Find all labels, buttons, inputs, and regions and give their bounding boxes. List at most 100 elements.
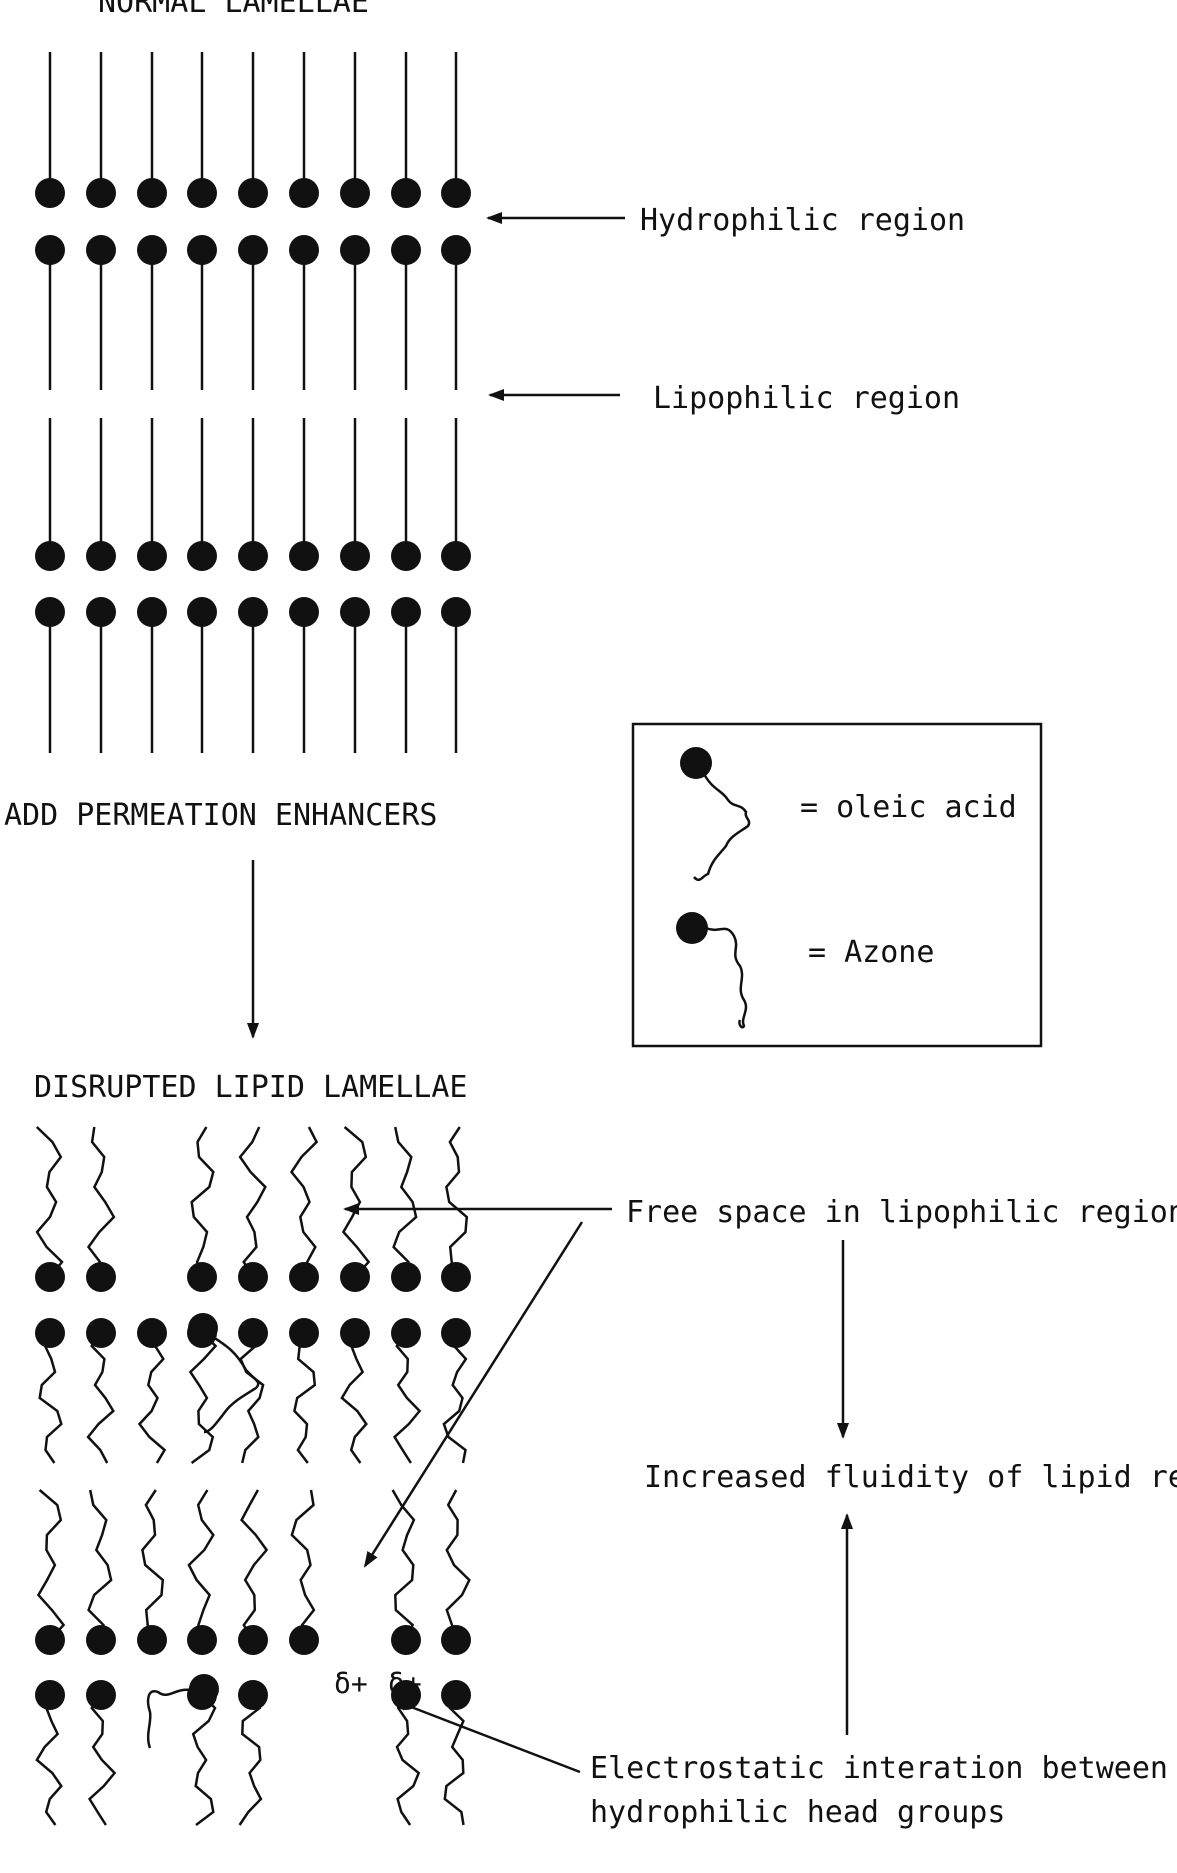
disrupted-lipid-head (238, 1262, 268, 1292)
disrupted-lipid-tail (190, 1126, 215, 1278)
lipid-head (441, 541, 471, 571)
oleic-acid-head-icon (680, 747, 712, 779)
lipid-head (391, 541, 421, 571)
disrupted-lipid-tail (35, 1694, 63, 1826)
lipid-head (391, 597, 421, 627)
lipid-head (441, 235, 471, 265)
disrupted-lipid-tail (238, 1694, 263, 1826)
disrupted-lipid-tail (137, 1332, 167, 1464)
disrupted-lipid-head (86, 1680, 116, 1710)
disrupted-lipid-tail (391, 1489, 416, 1641)
disrupted-lipid-tail (443, 1694, 465, 1826)
azone-tail-icon (705, 926, 748, 1029)
disrupted-lipid-tail (341, 1126, 371, 1278)
lipid-head (137, 235, 167, 265)
lipid-head (238, 597, 268, 627)
lipid-head (441, 597, 471, 627)
lipid-head (391, 178, 421, 208)
oleic-acid-tail-icon (693, 771, 751, 882)
disrupted-lipid-tail (86, 1126, 116, 1278)
disrupted-lipid-tail (290, 1489, 316, 1641)
enhancer-head (189, 1674, 219, 1704)
disrupted-lipid-tail (187, 1489, 215, 1641)
disrupted-lipid-tail (35, 1126, 64, 1278)
electrostatic-arrow (391, 1698, 581, 1774)
lipid-head (340, 597, 370, 627)
lipid-head (391, 235, 421, 265)
lipid-head (238, 235, 268, 265)
disrupted-lipid-tail (86, 1332, 115, 1464)
lipid-head (289, 541, 319, 571)
disrupted-lamellae-group (35, 1126, 471, 1826)
disrupted-lipid-tail (239, 1332, 265, 1464)
disrupted-lipid-head (137, 1318, 167, 1348)
disrupted-lipid-head (289, 1625, 319, 1655)
disrupted-lipid-head (137, 1625, 167, 1655)
disrupted-lipid-tail (141, 1489, 165, 1641)
charge-label-1: δ+ (334, 1667, 368, 1700)
normal-lamellae-title: NORMAL LAMELLAE (98, 0, 369, 20)
lipid-head (289, 178, 319, 208)
disrupted-lipid-tail (238, 1126, 267, 1278)
disrupted-lipid-head (35, 1625, 65, 1655)
charge-label-2: δ+ (388, 1667, 422, 1700)
lipid-head (340, 178, 370, 208)
disrupted-lipid-head (441, 1680, 471, 1710)
legend-oleic-acid-label: = oleic acid (800, 790, 1017, 825)
disrupted-lipid-head (441, 1625, 471, 1655)
lipid-head (238, 541, 268, 571)
azone-head-icon (676, 912, 708, 944)
free-space-label: Free space in lipophilic region (626, 1195, 1177, 1230)
disrupted-lipid-head (289, 1318, 319, 1348)
disrupted-lipid-head (238, 1318, 268, 1348)
disrupted-lipid-tail (289, 1126, 319, 1278)
lipid-head (289, 235, 319, 265)
enhancer-tail (146, 1688, 191, 1749)
disrupted-lipid-head (238, 1680, 268, 1710)
lipid-head (187, 541, 217, 571)
lipid-head (86, 597, 116, 627)
lipid-head (86, 235, 116, 265)
lipid-head (187, 597, 217, 627)
disrupted-lipid-head (391, 1262, 421, 1292)
disrupted-lipid-head (441, 1318, 471, 1348)
disrupted-lipid-head (35, 1262, 65, 1292)
disrupted-lipid-head (289, 1262, 319, 1292)
lipid-head (35, 597, 65, 627)
disrupted-lipid-head (35, 1680, 65, 1710)
disrupted-lipid-tail (293, 1332, 317, 1464)
lipid-head (86, 178, 116, 208)
lipid-head (340, 235, 370, 265)
disrupted-lipid-tail (36, 1489, 66, 1641)
free-space-arrow-diagonal (363, 1221, 584, 1568)
disrupted-lipid-head (238, 1625, 268, 1655)
disrupted-lipid-tail (87, 1489, 113, 1641)
lipid-head (187, 235, 217, 265)
disrupted-lipid-tail (340, 1332, 368, 1464)
disrupted-lipid-tail (188, 1332, 218, 1465)
increased-fluidity-label: Increased fluidity of lipid reg (644, 1460, 1177, 1495)
lipid-head (187, 178, 217, 208)
disrupted-lamellae-title: DISRUPTED LIPID LAMELLAE (34, 1070, 467, 1105)
legend-box (631, 722, 1043, 1048)
disrupted-lipid-head (391, 1625, 421, 1655)
disrupted-lipid-head (441, 1262, 471, 1292)
lipid-head (340, 541, 370, 571)
add-permeation-enhancers-label: ADD PERMEATION ENHANCERS (4, 798, 437, 833)
disrupted-lipid-head (86, 1625, 116, 1655)
disrupted-lipid-head (340, 1318, 370, 1348)
lipophilic-region-label: Lipophilic region (653, 381, 960, 416)
disrupted-lipid-tail (240, 1489, 269, 1641)
disrupted-lipid-head (86, 1318, 116, 1348)
hydrophilic-region-label: Hydrophilic region (640, 203, 965, 238)
electrostatic-label-line1: Electrostatic interation between (590, 1751, 1168, 1786)
lipid-head (238, 178, 268, 208)
lipid-head (86, 541, 116, 571)
disrupted-lipid-head (86, 1262, 116, 1292)
disrupted-lipid-tail (445, 1126, 469, 1278)
disrupted-lipid-head (35, 1318, 65, 1348)
lipid-head (137, 597, 167, 627)
lipid-head (35, 235, 65, 265)
lipid-head (289, 597, 319, 627)
